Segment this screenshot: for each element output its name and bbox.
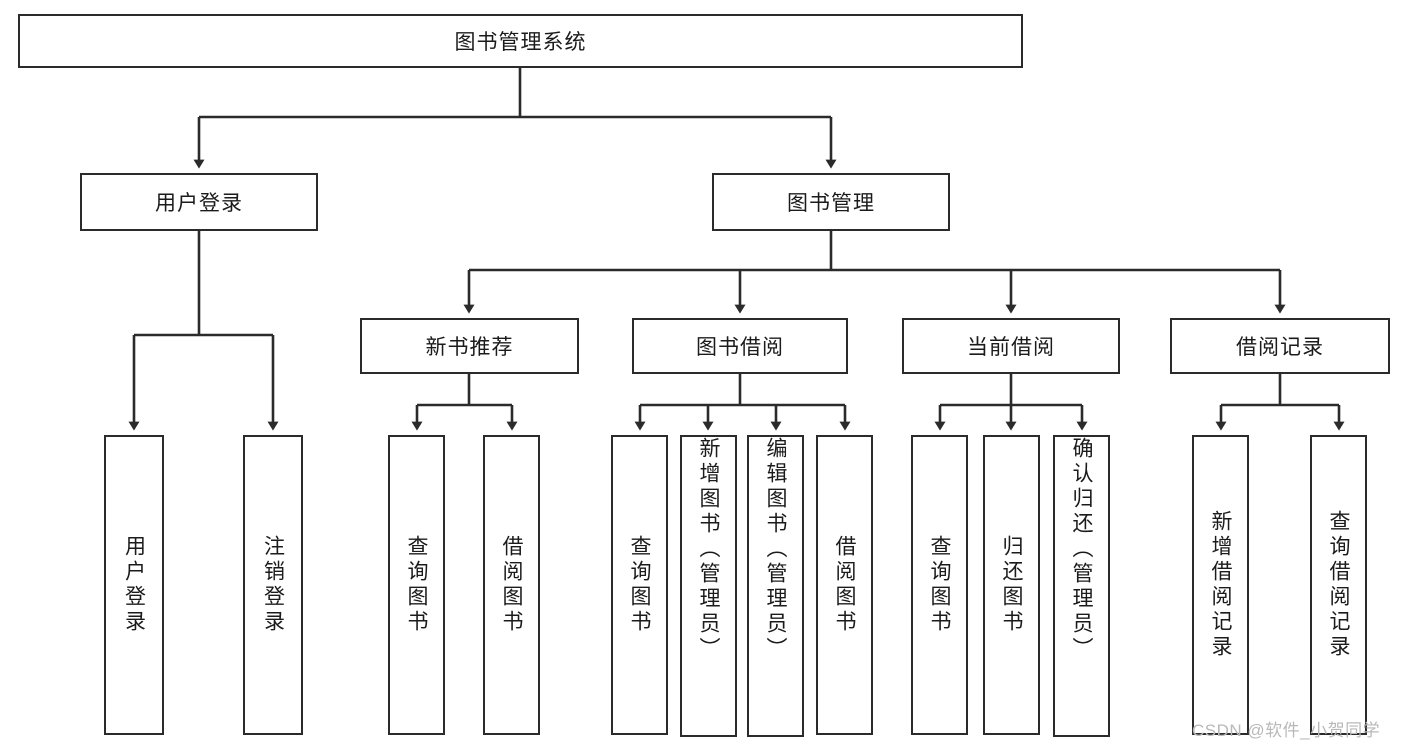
node-leaf-confirm-return-label: 确认归还（管理员） <box>1070 437 1093 662</box>
node-leaf-user-login-label: 用户登录 <box>122 535 146 635</box>
node-leaf-borrow-book-label: 借阅图书 <box>833 535 856 635</box>
node-leaf-user-login[interactable]: 用户登录 <box>104 435 164 735</box>
node-leaf-query-book-cur-label: 查询图书 <box>928 535 951 635</box>
node-leaf-edit-book-label: 编辑图书（管理员） <box>764 437 787 662</box>
node-root[interactable]: 图书管理系统 <box>18 14 1023 68</box>
node-leaf-confirm-return[interactable]: 确认归还（管理员） <box>1053 435 1110 737</box>
node-leaf-add-record[interactable]: 新增借阅记录 <box>1192 435 1249 735</box>
node-leaf-borrow-book[interactable]: 借阅图书 <box>816 435 873 735</box>
node-leaf-query-record[interactable]: 查询借阅记录 <box>1310 435 1367 735</box>
node-leaf-return-book-label: 归还图书 <box>1000 535 1023 635</box>
node-root-label: 图书管理系统 <box>454 31 587 54</box>
node-leaf-query-record-label: 查询借阅记录 <box>1327 510 1350 660</box>
node-leaf-user-logout[interactable]: 注销登录 <box>243 435 303 735</box>
node-leaf-query-book-cur[interactable]: 查询图书 <box>911 435 968 735</box>
node-leaf-query-book-borrow[interactable]: 查询图书 <box>611 435 668 735</box>
node-leaf-edit-book[interactable]: 编辑图书（管理员） <box>747 435 804 737</box>
node-borrow-record[interactable]: 借阅记录 <box>1170 318 1390 374</box>
node-leaf-query-book-rec[interactable]: 查询图书 <box>388 435 445 735</box>
node-new-book-rec-label: 新书推荐 <box>425 336 514 359</box>
node-leaf-query-book-borrow-label: 查询图书 <box>628 535 651 635</box>
node-leaf-user-logout-label: 注销登录 <box>261 535 285 635</box>
node-book-manage-label: 图书管理 <box>787 192 875 215</box>
csdn-watermark: CSDN @软件_小贺同学 <box>1192 721 1381 740</box>
node-book-borrow-label: 图书借阅 <box>696 336 784 359</box>
node-leaf-return-book[interactable]: 归还图书 <box>983 435 1040 735</box>
node-book-borrow[interactable]: 图书借阅 <box>632 318 848 374</box>
node-leaf-add-book-label: 新增图书（管理员） <box>697 437 720 662</box>
node-borrow-record-label: 借阅记录 <box>1236 336 1324 359</box>
node-leaf-add-book[interactable]: 新增图书（管理员） <box>680 435 737 737</box>
node-book-manage[interactable]: 图书管理 <box>712 173 950 231</box>
node-leaf-query-book-rec-label: 查询图书 <box>405 535 428 635</box>
node-leaf-borrow-book-rec[interactable]: 借阅图书 <box>483 435 540 735</box>
node-user-login-label: 用户登录 <box>155 192 243 215</box>
node-user-login[interactable]: 用户登录 <box>80 173 318 231</box>
node-current-borrow[interactable]: 当前借阅 <box>902 318 1120 374</box>
node-new-book-rec[interactable]: 新书推荐 <box>360 318 579 374</box>
node-leaf-borrow-book-rec-label: 借阅图书 <box>500 535 523 635</box>
node-leaf-add-record-label: 新增借阅记录 <box>1209 510 1232 660</box>
node-current-borrow-label: 当前借阅 <box>967 336 1055 359</box>
